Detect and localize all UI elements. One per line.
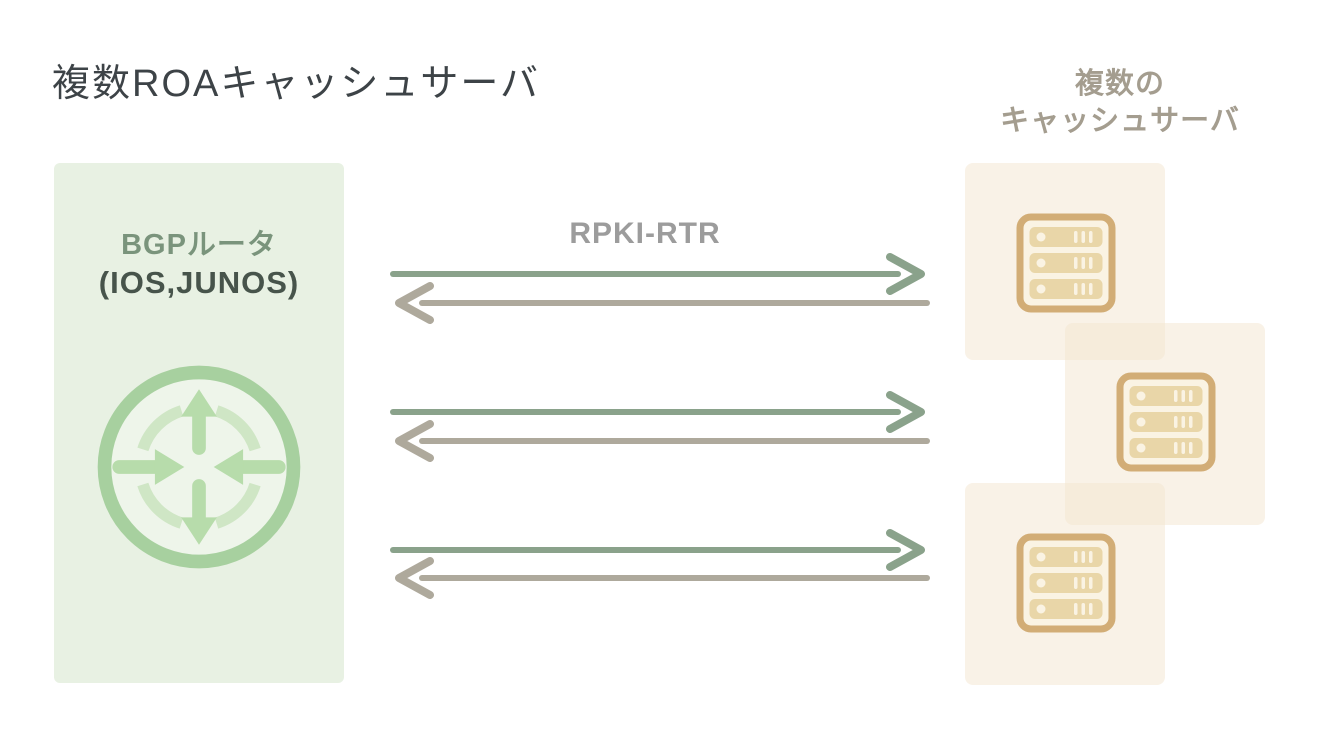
rtr-request-arrow-1 (390, 253, 925, 295)
protocol-label: RPKI-RTR (569, 217, 721, 250)
bgp-router-sublabel: (IOS,JUNOS) (98, 265, 300, 300)
cache-servers-label: 複数の キャッシュサーバ (955, 66, 1285, 140)
router-icon (97, 365, 301, 569)
rtr-request-arrow-2 (390, 391, 925, 433)
bgp-router-node: BGPルータ (IOS,JUNOS) (54, 163, 344, 683)
rtr-response-arrow-2 (395, 420, 930, 462)
diagram-title: 複数ROAキャッシュサーバ (52, 63, 540, 105)
bgp-router-label: BGPルータ (121, 229, 277, 261)
server-icon (1016, 213, 1116, 313)
cache-servers-label-line2: キャッシュサーバ (1000, 105, 1240, 137)
cache-servers-label-line1: 複数の (1074, 68, 1165, 100)
server-icon (1016, 533, 1116, 633)
rtr-response-arrow-1 (395, 282, 930, 324)
rtr-response-arrow-3 (395, 557, 930, 599)
server-icon (1116, 372, 1216, 472)
rtr-request-arrow-3 (390, 529, 925, 571)
